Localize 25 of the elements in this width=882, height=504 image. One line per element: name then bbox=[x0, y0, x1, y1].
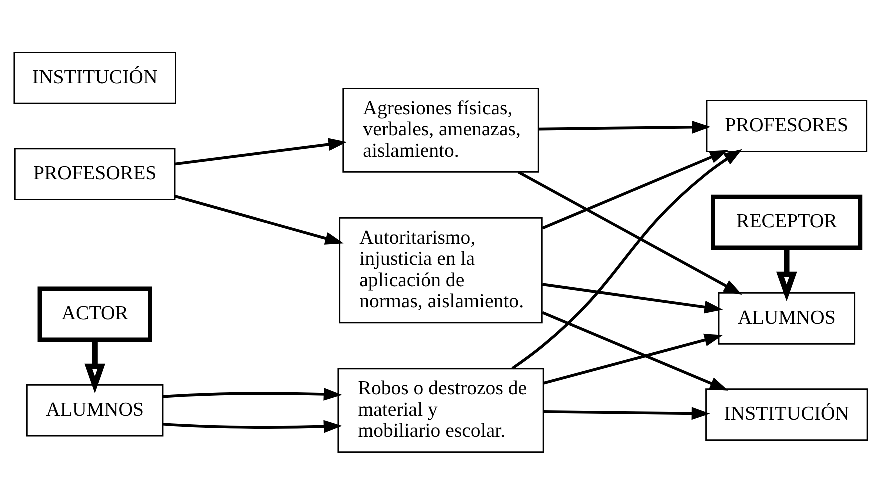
node-box: INSTITUCIÓN bbox=[14, 51, 176, 104]
arrow bbox=[518, 170, 742, 294]
node-box: Autoritarismo, injusticia en la aplicación de normas, aislamiento. bbox=[339, 216, 543, 324]
arrow bbox=[162, 388, 342, 400]
arrow bbox=[544, 333, 724, 384]
arrow bbox=[174, 194, 344, 244]
arrow bbox=[175, 138, 348, 166]
arrow bbox=[542, 310, 728, 390]
arrow bbox=[538, 120, 711, 134]
node-box: Robos o destrozos de material y mobiliario escolar. bbox=[338, 368, 544, 453]
node-box: ACTOR bbox=[38, 286, 152, 342]
node-box: RECEPTOR bbox=[711, 194, 863, 250]
node-box: ALUMNOS bbox=[26, 384, 164, 436]
arrow bbox=[776, 248, 798, 302]
arrow bbox=[84, 340, 106, 394]
node-box: Agresiones físicas, verbales, amenazas, aislamiento. bbox=[342, 88, 540, 172]
arrow bbox=[512, 148, 742, 370]
arrow bbox=[162, 420, 342, 433]
node-box: INSTITUCIÓN bbox=[706, 388, 868, 441]
node-box: ALUMNOS bbox=[718, 292, 856, 344]
arrow bbox=[544, 406, 710, 420]
arrow bbox=[542, 150, 728, 230]
node-box: PROFESORES bbox=[706, 100, 868, 152]
arrow bbox=[542, 282, 724, 314]
node-box: PROFESORES bbox=[14, 148, 176, 200]
